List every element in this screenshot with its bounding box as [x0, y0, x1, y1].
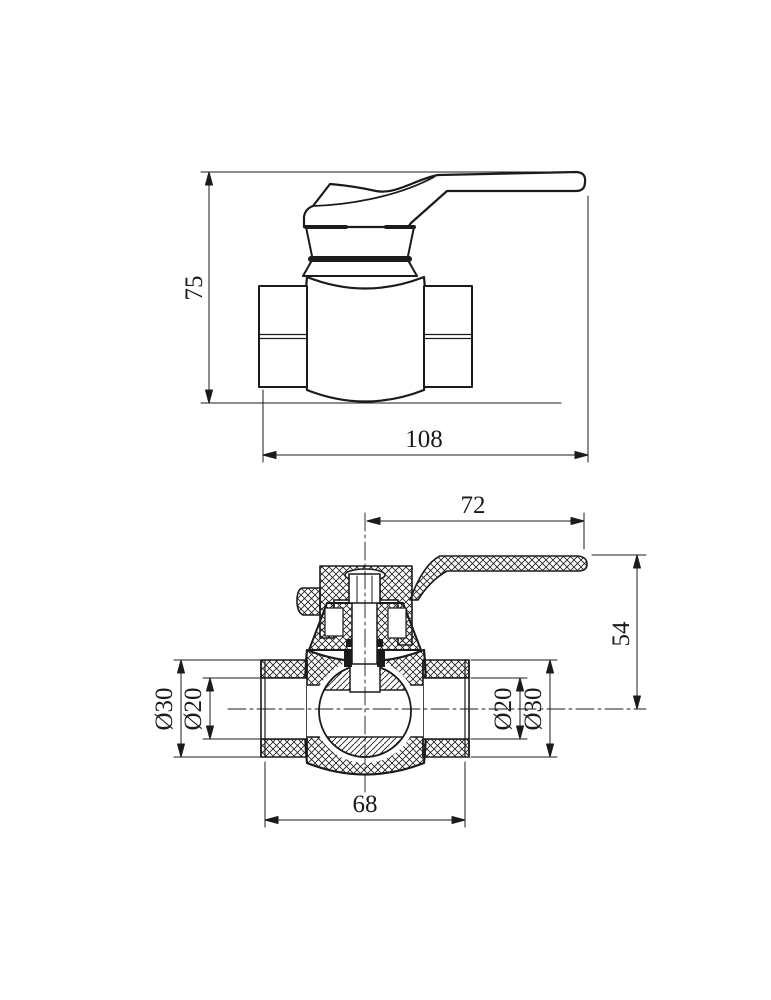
section-bonnet-window-right [387, 607, 407, 639]
section-port-bores [260, 659, 470, 758]
dimension-length-108 [262, 195, 589, 463]
dim-label-body-length: 68 [353, 791, 378, 818]
dim-label-left-outer-dia: Ø30 [151, 687, 178, 730]
section-stem [344, 599, 385, 693]
stem-seal-right [377, 639, 383, 647]
elevation-body [303, 275, 428, 403]
dim-label-right-outer-dia: Ø30 [520, 687, 547, 730]
section-handle-arm [409, 555, 588, 601]
section-handle-tab [296, 587, 321, 616]
dimension-left-outer-dia [173, 659, 261, 758]
dimension-right-bore-dia [470, 677, 528, 740]
stem-seal-left [346, 639, 352, 647]
dim-label-right-bore-dia: Ø20 [490, 687, 517, 730]
elevation-stem-cap [302, 225, 418, 277]
section-bonnet-window-left [324, 607, 344, 637]
section-handle-grip [319, 565, 413, 646]
dim-label-left-bore-dia: Ø20 [180, 687, 207, 730]
section-center-lines [227, 512, 647, 793]
stem-oring-right [377, 650, 385, 667]
dimension-handle-54 [591, 554, 647, 710]
stem-oring-left [344, 650, 352, 667]
dim-label-height: 75 [181, 276, 208, 301]
dim-label-overall-length: 108 [405, 426, 443, 453]
elevation-view: 75 108 [181, 170, 589, 463]
section-view: 72 54 Ø30 Ø20 [151, 492, 647, 828]
dim-label-handle-reach: 72 [461, 492, 486, 519]
dim-label-handle-height: 54 [608, 621, 635, 647]
elevation-right-port [423, 285, 473, 388]
dimension-body-68 [264, 761, 466, 828]
dimension-height-75 [200, 171, 578, 404]
dimension-left-bore-dia [202, 677, 261, 740]
elevation-left-port [258, 285, 308, 388]
elevation-handle [302, 170, 587, 229]
dimension-handle-72 [366, 512, 585, 550]
dimension-right-outer-dia [470, 659, 558, 758]
